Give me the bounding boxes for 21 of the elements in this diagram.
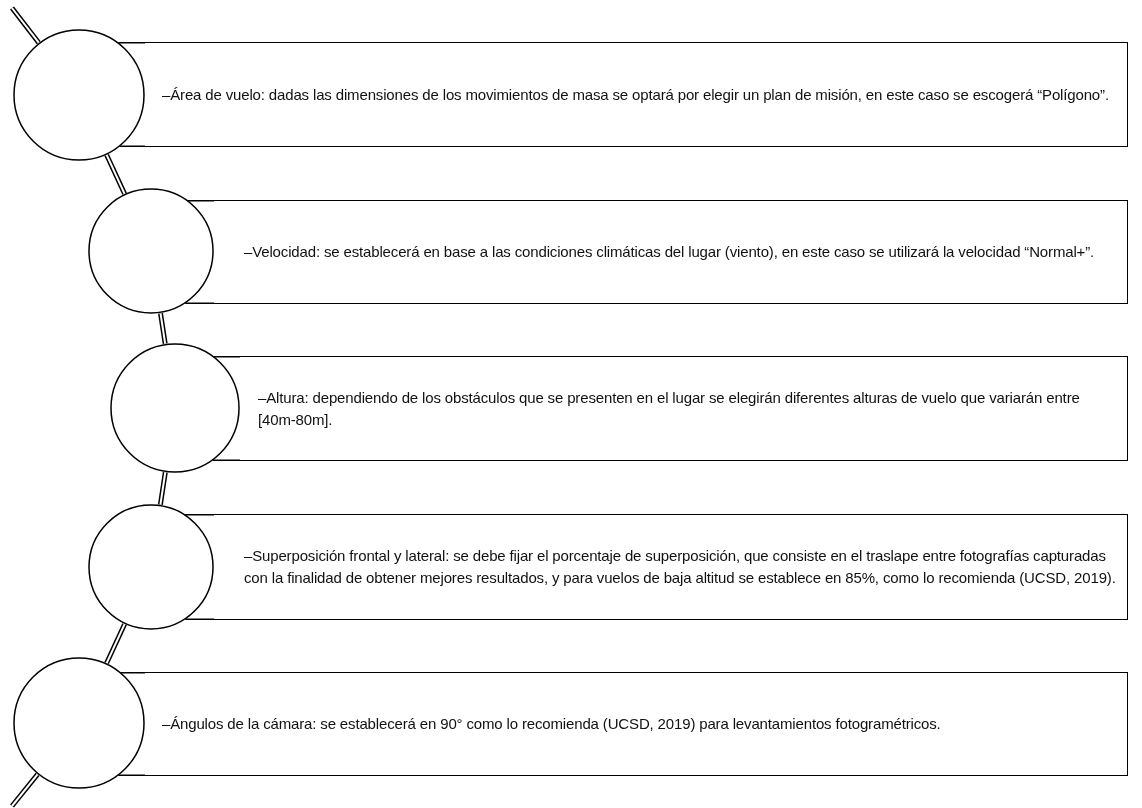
circle-marker	[110, 343, 240, 473]
description-text: –Ángulos de la cámara: se establecerá en 90° como lo recomienda (UCSD, 2019) para levantamientos fotogramétricos.	[162, 714, 942, 734]
text-box	[214, 200, 1128, 304]
circle-marker	[13, 657, 145, 789]
double-line-connector	[104, 623, 127, 665]
description-text: –Superposición frontal y lateral: se debe fijar el porcentaje de superposición, que consiste en el traslape entre fotografías capturadas con la finalidad de obtener mejores resultados, y para vuelos de baja altitud se establece en 85%, como lo recomienda (UCSD, 2019).	[244, 546, 1117, 588]
text-box	[214, 514, 1128, 620]
double-line-connector	[158, 312, 168, 345]
circle-marker	[88, 504, 214, 630]
circle-marker	[13, 29, 145, 161]
description-text: –Área de vuelo: dadas las dimensiones de los movimientos de masa se optará por elegir un plan de misión, en este caso se escogerá “Polígono”.	[162, 84, 1110, 105]
text-box	[240, 356, 1128, 461]
circle-marker	[88, 188, 214, 314]
double-line-connector	[10, 772, 40, 808]
double-line-connector	[104, 153, 127, 195]
double-line-connector	[10, 6, 41, 45]
double-line-connector	[157, 471, 168, 506]
text-box	[145, 42, 1128, 147]
text-box	[145, 672, 1128, 776]
description-text: –Altura: dependiendo de los obstáculos que se presenten en el lugar se elegirán diferentes alturas de vuelo que variarán entre [40m-80m].	[258, 387, 1081, 430]
description-text: –Velocidad: se establecerá en base a las condiciones climáticas del lugar (viento), en este caso se utilizará la velocidad “Normal+”.	[244, 242, 1096, 262]
